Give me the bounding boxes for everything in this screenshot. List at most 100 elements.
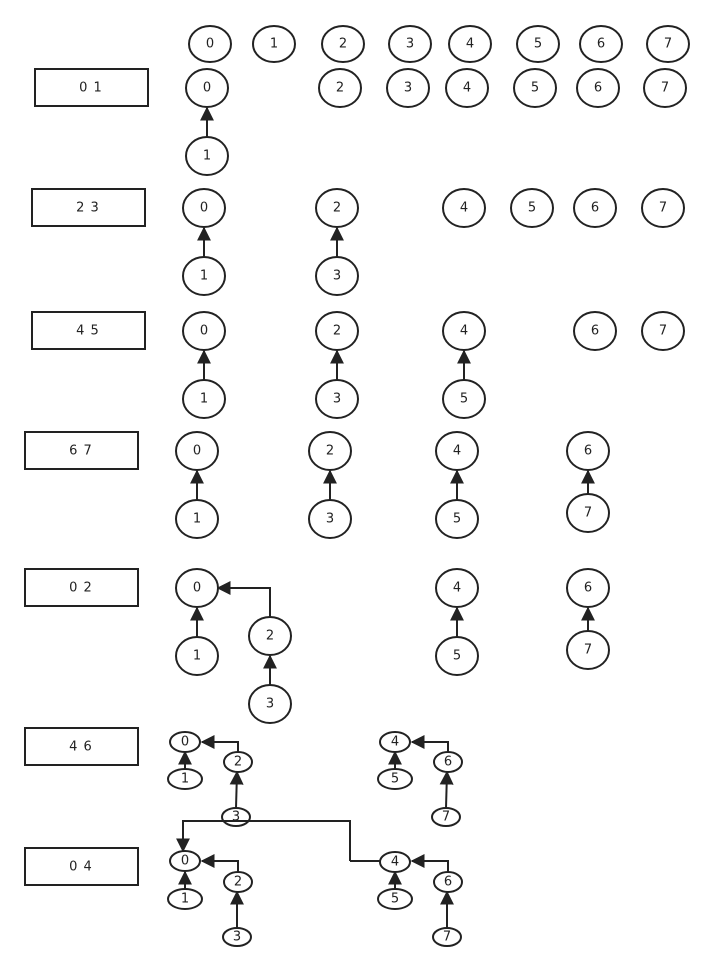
node-label: 0 <box>203 81 211 96</box>
tree-node: 6 <box>433 871 463 893</box>
tree-node: 5 <box>513 68 557 108</box>
tree-node: 3 <box>315 379 359 419</box>
parent-arrow <box>439 770 454 809</box>
tree-node: 6 <box>566 568 610 608</box>
tree-node: 0 <box>175 568 219 608</box>
tree-node: 1 <box>167 888 203 910</box>
operation-box: 0 4 <box>24 847 139 886</box>
node-label: 7 <box>659 324 667 339</box>
node-label: 2 <box>234 875 242 890</box>
node-label: 3 <box>233 930 241 945</box>
node-label: 3 <box>404 81 412 96</box>
node-label: 4 <box>453 444 461 459</box>
operation-box: 4 6 <box>24 727 139 766</box>
operation-label: 2 3 <box>76 201 100 216</box>
node-label: 3 <box>333 392 341 407</box>
node-label: 4 <box>453 581 461 596</box>
step-union-4-6: 4 6 0 1 2 3 4 5 6 7 <box>24 727 463 827</box>
operation-label: 0 4 <box>69 860 93 875</box>
tree-node: 7 <box>641 311 685 351</box>
tree-node: 2 <box>315 311 359 351</box>
tree-node: 3 <box>222 927 252 947</box>
tree-node: 1 <box>182 256 226 296</box>
tree-node: 0 <box>169 731 201 753</box>
tree-node: 7 <box>431 807 461 827</box>
tree-node: 5 <box>435 636 479 676</box>
node-label: 0 <box>181 854 189 869</box>
node-label: 0 <box>181 735 189 750</box>
tree-node: 7 <box>432 927 462 947</box>
node-label: 3 <box>232 810 240 825</box>
tree-node: 4 <box>379 851 411 873</box>
tree-node: 4 <box>442 311 486 351</box>
operation-box: 6 7 <box>24 431 139 470</box>
node-label: 6 <box>584 444 592 459</box>
node-label: 4 <box>391 735 399 750</box>
operation-label: 4 6 <box>69 740 93 755</box>
tree-node: 5 <box>510 188 554 228</box>
tree-node: 1 <box>167 768 203 790</box>
tree-node: 6 <box>573 311 617 351</box>
node-label: 6 <box>594 81 602 96</box>
node-label: 2 <box>234 755 242 770</box>
node-label: 2 <box>326 444 334 459</box>
node-label: 6 <box>597 37 605 52</box>
operation-label: 4 5 <box>76 324 100 339</box>
operation-box: 2 3 <box>31 188 146 227</box>
tree-node: 3 <box>386 68 430 108</box>
tree-node: 4 <box>445 68 489 108</box>
node-label: 1 <box>193 512 201 527</box>
tree-node: 6 <box>576 68 620 108</box>
node-label: 2 <box>336 81 344 96</box>
tree-node: 0 <box>169 850 201 872</box>
step-union-0-4: 0 4 0 1 2 3 4 5 6 7 <box>24 820 463 947</box>
node-label: 4 <box>466 37 474 52</box>
node-label: 1 <box>200 269 208 284</box>
parent-arrow <box>216 581 271 617</box>
node-label: 2 <box>333 201 341 216</box>
node-label: 3 <box>326 512 334 527</box>
node-label: 2 <box>333 324 341 339</box>
node-label: 4 <box>460 201 468 216</box>
operation-box: 4 5 <box>31 311 146 350</box>
node-label: 5 <box>528 201 536 216</box>
node-label: 0 <box>200 201 208 216</box>
tree-node: 0 <box>182 311 226 351</box>
tree-node: 2 <box>248 616 292 656</box>
tree-node: 0 <box>188 25 232 63</box>
node-label: 0 <box>206 37 214 52</box>
tree-node: 4 <box>442 188 486 228</box>
operation-label: 0 2 <box>69 581 93 596</box>
node-label: 4 <box>460 324 468 339</box>
node-label: 6 <box>444 875 452 890</box>
parent-arrow <box>410 854 449 872</box>
tree-node: 4 <box>435 431 479 471</box>
step-union-4-5: 4 5 0 1 2 3 4 5 6 7 <box>31 311 685 419</box>
node-label: 3 <box>266 697 274 712</box>
tree-node: 7 <box>641 188 685 228</box>
node-label: 5 <box>391 892 399 907</box>
node-label: 0 <box>193 444 201 459</box>
tree-node: 4 <box>379 731 411 753</box>
parent-arrow <box>200 854 239 872</box>
node-label: 5 <box>391 772 399 787</box>
tree-node: 6 <box>579 25 623 63</box>
operation-box: 0 2 <box>24 568 139 607</box>
node-label: 1 <box>181 772 189 787</box>
node-label: 1 <box>200 392 208 407</box>
tree-node: 2 <box>321 25 365 63</box>
tree-node: 2 <box>315 188 359 228</box>
tree-node: 5 <box>516 25 560 63</box>
step-union-2-3: 2 3 0 1 2 3 4 5 6 7 <box>31 188 685 296</box>
node-label: 3 <box>406 37 414 52</box>
node-label: 4 <box>463 81 471 96</box>
tree-node: 7 <box>643 68 687 108</box>
tree-node: 3 <box>221 807 251 827</box>
tree-node: 4 <box>435 568 479 608</box>
tree-node: 1 <box>185 136 229 176</box>
tree-node: 5 <box>377 888 413 910</box>
tree-node: 5 <box>442 379 486 419</box>
tree-node: 1 <box>175 499 219 539</box>
tree-node: 6 <box>433 751 463 773</box>
tree-node: 2 <box>223 871 253 893</box>
